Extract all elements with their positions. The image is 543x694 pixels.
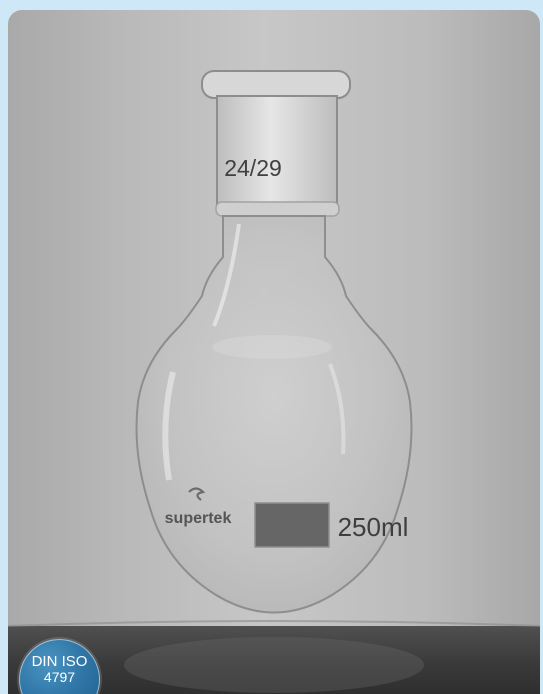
flask-photo: 24/29 supertek 250ml <box>8 10 540 694</box>
din-iso-badge: DIN ISO 4797 <box>19 639 100 694</box>
joint-size-label: 24/29 <box>224 155 282 181</box>
shoulder-highlight <box>212 335 332 359</box>
badge-line1: DIN ISO <box>31 653 88 670</box>
volume-label: 250ml <box>338 512 409 542</box>
ground-joint <box>216 95 338 205</box>
brand-label: supertek <box>165 510 232 527</box>
flask-reflection <box>124 637 424 693</box>
bulb-highlight-right <box>328 363 346 455</box>
writing-patch <box>254 502 330 548</box>
socket-rim <box>201 70 351 99</box>
joint-bottom-ring <box>215 201 340 217</box>
badge-line2: 4797 <box>43 669 76 685</box>
bulb-highlight-left <box>162 371 176 481</box>
shelf-edge <box>8 620 540 627</box>
flask-bulb <box>135 215 413 614</box>
photo-frame: 24/29 supertek 250ml <box>8 10 540 694</box>
neck-highlight <box>212 223 241 327</box>
brand-logo-icon <box>188 487 206 501</box>
